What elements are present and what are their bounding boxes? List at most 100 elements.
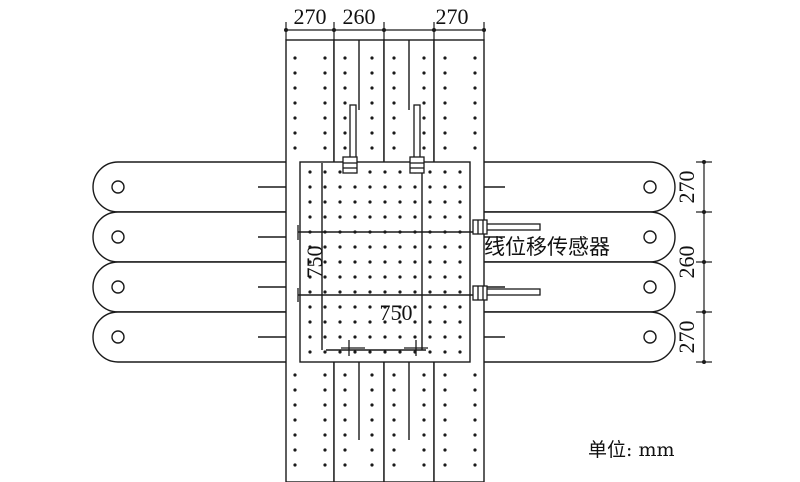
bolt-hole: [398, 350, 402, 354]
bolt-hole: [343, 131, 347, 135]
bolt-hole: [443, 463, 447, 467]
left-strap-3: [92, 261, 301, 313]
bolt-hole: [338, 335, 342, 339]
bolt-hole: [323, 170, 327, 174]
bolt-hole: [398, 185, 402, 189]
bolt-hole: [428, 200, 432, 204]
bolt-hole: [443, 290, 447, 294]
bolt-hole: [422, 433, 426, 437]
bolt-hole: [422, 463, 426, 467]
bolt-hole: [293, 433, 297, 437]
bolt-hole: [368, 320, 372, 324]
bolt-hole: [443, 116, 447, 120]
bolt-hole: [338, 305, 342, 309]
bolt-hole: [392, 373, 396, 377]
bolt-hole: [392, 56, 396, 60]
bolt-hole: [473, 86, 477, 90]
bolt-hole: [370, 116, 374, 120]
bolt-hole: [293, 56, 297, 60]
bolt-hole: [443, 101, 447, 105]
bolt-hole: [392, 101, 396, 105]
dim-inner-horizontal: 750: [380, 300, 413, 325]
bolt-hole: [422, 86, 426, 90]
bolt-hole: [413, 275, 417, 279]
sensor-vertical-right: [409, 104, 425, 174]
bolt-hole: [368, 215, 372, 219]
bolt-hole: [398, 335, 402, 339]
left-strap-4: [92, 311, 301, 363]
bolt-hole: [353, 350, 357, 354]
bolt-hole: [323, 350, 327, 354]
bolt-hole: [338, 185, 342, 189]
dim-top-1: 270: [294, 4, 327, 29]
bolt-hole-grid: [293, 56, 477, 467]
bolt-hole: [458, 215, 462, 219]
bolt-hole: [458, 200, 462, 204]
bolt-hole: [443, 245, 447, 249]
bolt-hole: [353, 200, 357, 204]
bolt-hole: [370, 86, 374, 90]
bolt-hole: [443, 131, 447, 135]
bolt-hole: [428, 275, 432, 279]
bolt-hole: [368, 230, 372, 234]
bolt-hole: [353, 335, 357, 339]
bolt-hole: [458, 350, 462, 354]
bolt-hole: [353, 275, 357, 279]
dim-top-3: 270: [436, 4, 469, 29]
bolt-hole: [293, 463, 297, 467]
bolt-hole: [383, 275, 387, 279]
bolt-hole: [443, 185, 447, 189]
bolt-hole: [428, 215, 432, 219]
bolt-hole: [443, 56, 447, 60]
bolt-hole: [428, 350, 432, 354]
bolt-hole: [338, 275, 342, 279]
right-strap-4: [469, 311, 676, 363]
bolt-hole: [370, 131, 374, 135]
sensor-anchor-left: [297, 225, 428, 356]
bolt-hole: [422, 388, 426, 392]
bolt-hole: [383, 230, 387, 234]
bolt-hole: [428, 335, 432, 339]
bolt-hole: [473, 146, 477, 150]
bolt-hole: [323, 335, 327, 339]
bolt-hole: [443, 71, 447, 75]
bolt-hole: [383, 215, 387, 219]
bolt-hole: [343, 56, 347, 60]
bolt-hole: [293, 448, 297, 452]
bolt-hole: [370, 418, 374, 422]
bolt-hole: [308, 275, 312, 279]
bolt-hole: [308, 215, 312, 219]
bolt-hole: [383, 245, 387, 249]
sensor-vertical-left: [342, 104, 358, 174]
bolt-hole: [368, 185, 372, 189]
bolt-hole: [293, 418, 297, 422]
bolt-hole: [323, 260, 327, 264]
bolt-hole: [293, 116, 297, 120]
bolt-hole: [308, 290, 312, 294]
bolt-hole: [353, 215, 357, 219]
bolt-hole: [398, 320, 402, 324]
dim-inner-vertical: 750: [302, 246, 327, 279]
bolt-hole: [392, 116, 396, 120]
bolt-hole: [368, 275, 372, 279]
bolt-hole: [293, 86, 297, 90]
bolt-hole: [392, 448, 396, 452]
bolt-hole: [443, 260, 447, 264]
bolt-hole: [323, 116, 327, 120]
bolt-hole: [413, 185, 417, 189]
bolt-hole: [323, 131, 327, 135]
bolt-hole: [293, 373, 297, 377]
bolt-hole: [308, 320, 312, 324]
bolt-hole: [458, 320, 462, 324]
bolt-hole: [443, 305, 447, 309]
right-strap-3: [469, 261, 676, 313]
bolt-hole: [422, 403, 426, 407]
bolt-hole: [428, 170, 432, 174]
bolt-hole: [473, 403, 477, 407]
bolt-hole: [383, 320, 387, 324]
bolt-hole: [308, 170, 312, 174]
bolt-hole: [370, 403, 374, 407]
bolt-hole: [323, 245, 327, 249]
bolt-hole: [338, 170, 342, 174]
